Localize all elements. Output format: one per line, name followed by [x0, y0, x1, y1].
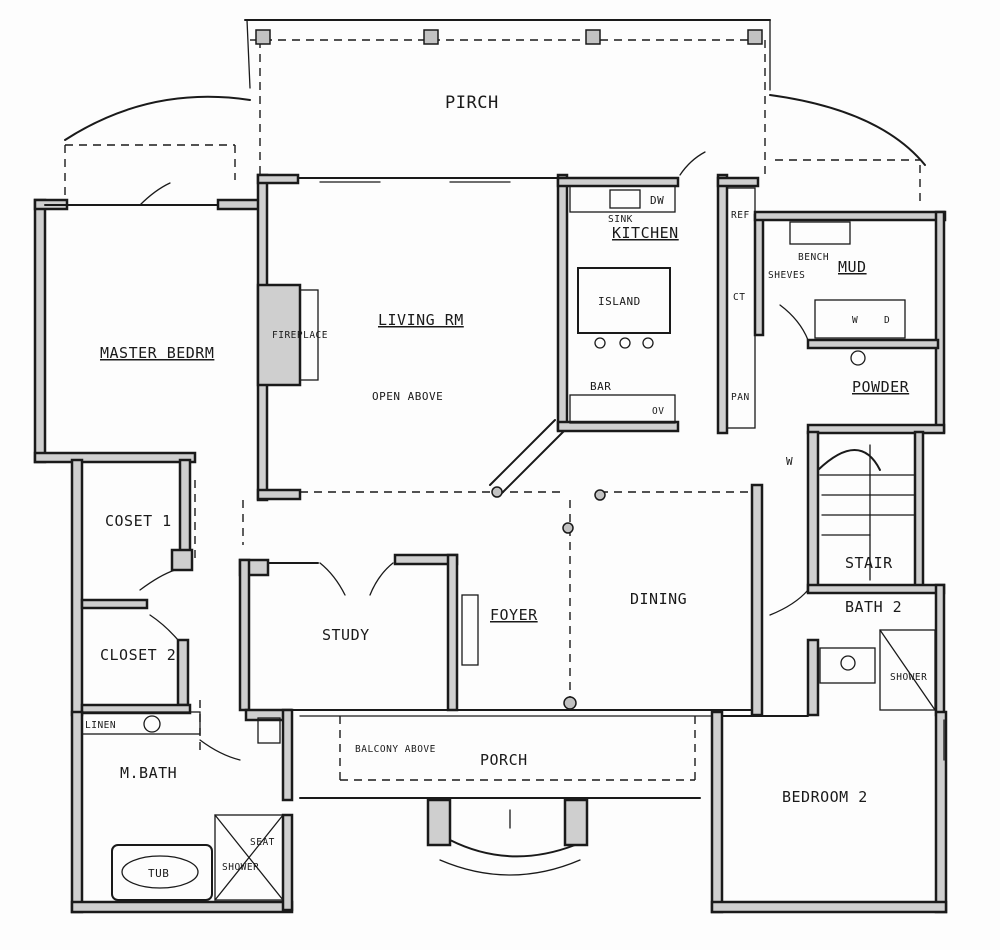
kitchen-label: KITCHEN: [612, 224, 679, 242]
balcony-label: BALCONY ABOVE: [355, 744, 436, 755]
washer-label: W: [852, 315, 858, 326]
dw-label: DW: [650, 194, 664, 207]
shelves-label: SHEVES: [768, 270, 805, 281]
stair-label: STAIR: [845, 554, 893, 572]
entry-walls: [199, 500, 244, 750]
wood-w-label: W: [786, 455, 793, 468]
porch-post: [423, 29, 439, 45]
mud-room: BENCH SHEVES MUD W D POWDER: [753, 210, 947, 435]
oven-label: OV: [652, 406, 664, 417]
sink-label: SINK: [608, 214, 633, 225]
open-above-label: OPEN ABOVE: [372, 390, 443, 403]
sink-icon: [609, 189, 641, 209]
foyer-dining: FOYER DINING: [461, 483, 809, 717]
porch-post: [255, 29, 271, 45]
bedroom2: BEDROOM 2: [710, 710, 948, 914]
tub-icon: [121, 855, 199, 889]
pantry-label: PAN: [731, 392, 750, 403]
master-bath: LINEN M.BATH TUB SEAT SHOWER: [70, 708, 294, 914]
bedroom2-label: BEDROOM 2: [782, 788, 868, 806]
shower2-label: SHOWER: [890, 672, 927, 683]
living-room: FIREPLACE LIVING RM OPEN ABOVE: [256, 173, 566, 502]
mud-label: MUD: [838, 258, 867, 276]
porch-post: [747, 29, 763, 45]
foyer-label: FOYER: [490, 606, 538, 624]
tub-label: TUB: [148, 867, 169, 880]
master-bath-label: M.BATH: [120, 764, 177, 782]
master-bedroom-label: MASTER BEDRM: [100, 344, 214, 362]
bench-label: BENCH: [798, 252, 829, 263]
bath2-label: BATH 2: [845, 598, 902, 616]
porch-top-label: PIRCH: [445, 93, 499, 113]
ct-label: CT: [733, 292, 745, 303]
shower-label: SHOWER: [222, 862, 259, 873]
dining-label: DINING: [630, 590, 687, 608]
closet1-label: COSET 1: [105, 512, 172, 530]
linen-label: LINEN: [85, 720, 116, 731]
dryer-label: D: [884, 315, 890, 326]
ref-label: REF: [731, 210, 750, 221]
island-label: ISLAND: [598, 295, 641, 308]
bar-label: BAR: [590, 380, 611, 393]
study-label: STUDY: [322, 626, 370, 644]
kitchen: SINK DW KITCHEN ISLAND BAR OV REF CT PAN: [556, 151, 760, 435]
bath2: BATH 2 SHOWER: [806, 583, 946, 717]
front-porch: BALCONY ABOVE PORCH: [248, 696, 753, 876]
study: STUDY: [238, 553, 459, 712]
porch-post: [585, 29, 601, 45]
closets: COSET 1 CLOSET 2: [70, 458, 196, 717]
fireplace: [256, 283, 302, 387]
powder-label: POWDER: [852, 378, 910, 396]
fireplace-label: FIREPLACE: [272, 330, 328, 341]
closet2-label: CLOSET 2: [100, 646, 176, 664]
seat-label: SEAT: [250, 837, 275, 848]
living-room-label: LIVING RM: [378, 311, 464, 329]
top-porch: PIRCH: [64, 19, 926, 205]
master-bedroom: MASTER BEDRM: [33, 182, 262, 464]
stair: W STAIR: [786, 430, 925, 594]
porch-front-label: PORCH: [480, 751, 528, 769]
island: [577, 267, 671, 334]
